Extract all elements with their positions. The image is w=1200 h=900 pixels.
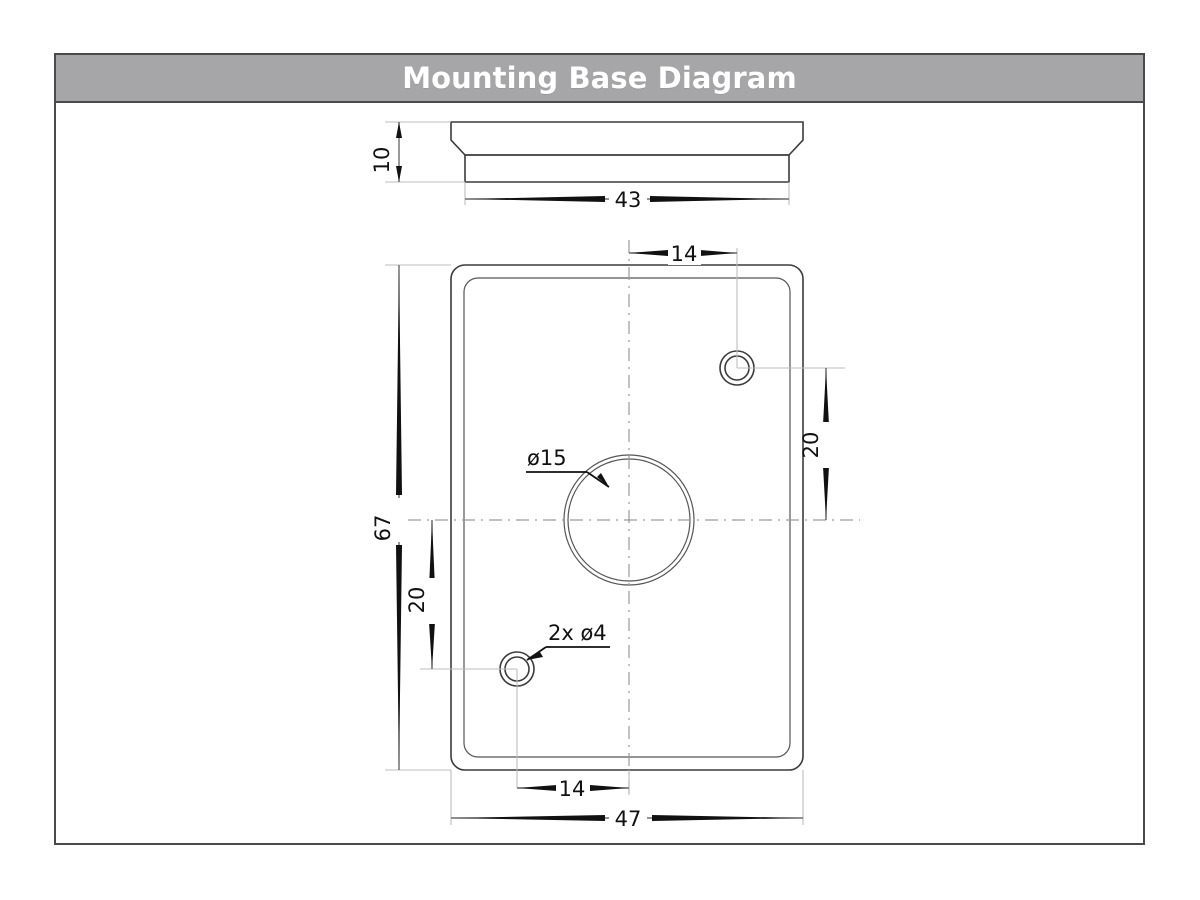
- profile-width-arrow-right: [650, 196, 789, 202]
- profile-width-label-bg: [609, 187, 647, 211]
- profile-width-label: 43: [615, 188, 642, 212]
- center-hole-leader-arrow: [597, 473, 609, 487]
- plate-height-label: 67: [371, 515, 395, 542]
- top-hole-offset-arrow-right: [700, 250, 737, 256]
- right-hole-offset-label: 20: [799, 432, 823, 459]
- bottom-hole-offset-arrow-right: [590, 785, 629, 791]
- center-hole-callout-label: ø15: [527, 446, 567, 470]
- page-title: Mounting Base Diagram: [402, 61, 797, 95]
- bottom-hole-offset-arrow-left: [517, 785, 557, 791]
- plate-width-label: 47: [615, 807, 642, 831]
- profile-height-label: 10: [370, 147, 394, 174]
- plate-inner-recess: [463, 277, 791, 758]
- left-hole-offset-arrow-top: [429, 520, 435, 588]
- profile-flange-lip: [450, 121, 804, 156]
- profile-body: [464, 154, 790, 183]
- right-hole-offset-arrow-bottom: [823, 466, 829, 520]
- profile-height-arrow-top: [396, 122, 402, 138]
- screw-hole-callout-label: 2x ø4: [548, 621, 607, 645]
- top-hole-offset-label: 14: [671, 242, 698, 266]
- top-hole-offset-arrow-left: [629, 250, 668, 256]
- left-hole-offset-label: 20: [405, 587, 429, 614]
- plate-outer-outline: [450, 264, 804, 771]
- bottom-hole-offset-label-bg: [556, 776, 590, 800]
- left-hole-offset-label-bg: [412, 578, 436, 624]
- top-hole-offset-label-bg: [668, 241, 701, 265]
- diagram-title-bar: Mounting Base Diagram: [56, 55, 1143, 103]
- right-hole-offset-label-bg: [806, 422, 830, 468]
- screw-hole-leader-arrow: [527, 652, 543, 660]
- side-elevation-view: 10 43: [370, 121, 804, 212]
- plate-width-label-bg: [609, 806, 647, 830]
- center-hole-leader-pointer: [586, 471, 610, 488]
- top-plan-view: 67 20 20 14 14: [371, 240, 860, 831]
- profile-width-arrow-left: [465, 196, 605, 202]
- plate-height-arrow-top: [396, 265, 402, 495]
- screw-hole-leader-pointer: [526, 646, 547, 661]
- plate-height-arrow-bottom: [396, 545, 402, 770]
- right-hole-offset-arrow-top: [823, 368, 829, 425]
- plate-width-arrow-left: [451, 815, 605, 821]
- profile-height-arrow-bottom: [396, 166, 402, 182]
- bottom-hole-offset-label: 14: [559, 777, 586, 801]
- plate-height-label-bg: [378, 498, 402, 542]
- left-hole-offset-arrow-bottom: [429, 622, 435, 669]
- plate-width-arrow-right: [652, 815, 803, 821]
- diagram-frame: Mounting Base Diagram: [54, 53, 1145, 845]
